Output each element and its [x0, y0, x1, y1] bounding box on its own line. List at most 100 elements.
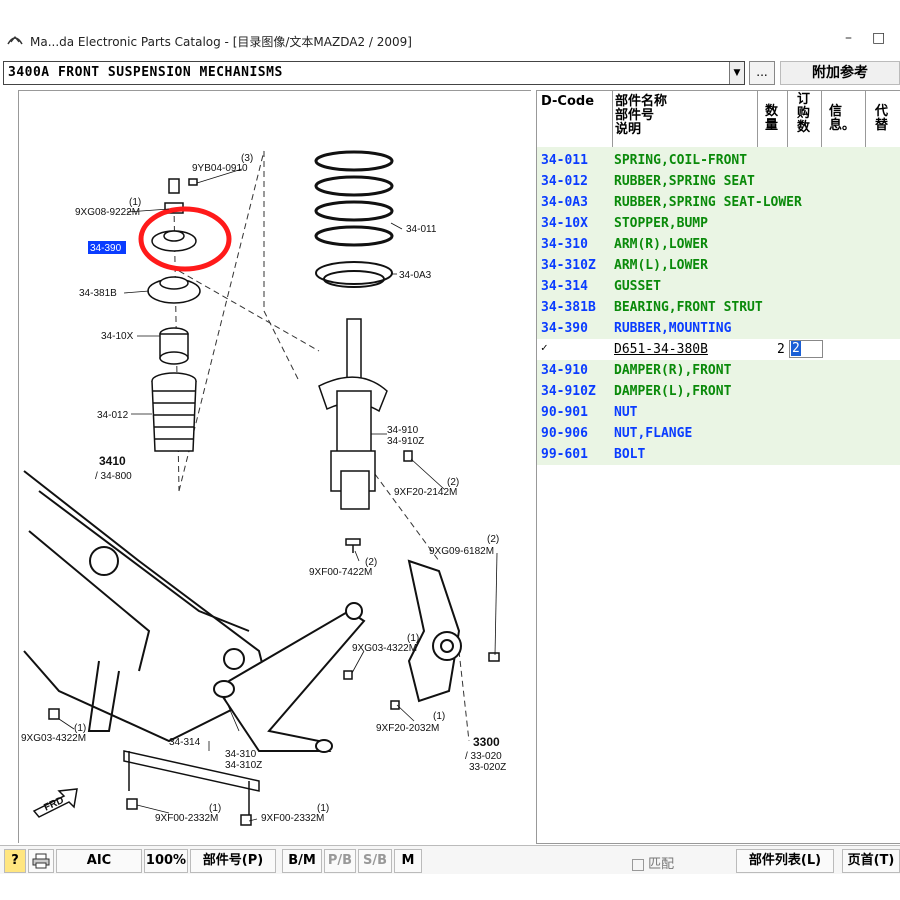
- label-9xg03-4322m-2[interactable]: 9XG03-4322M: [21, 733, 86, 744]
- table-row[interactable]: 34-310Z ARM(L),LOWER: [537, 255, 900, 276]
- row-code: 34-310: [541, 237, 588, 252]
- header-order-label: 订购数: [797, 92, 811, 135]
- label-34-012[interactable]: 34-012: [97, 410, 129, 421]
- label-34-0a3[interactable]: 34-0A3: [399, 270, 432, 281]
- row-name: RUBBER,MOUNTING: [614, 321, 732, 336]
- sb-button[interactable]: S/B: [358, 849, 392, 873]
- group-select[interactable]: 3400A FRONT SUSPENSION MECHANISMS ▼: [3, 61, 745, 85]
- table-row[interactable]: 34-381B BEARING,FRONT STRUT: [537, 297, 900, 318]
- header-dcode[interactable]: D-Code: [537, 91, 613, 147]
- match-label: 匹配: [648, 857, 675, 872]
- label-9xg03-4322m[interactable]: 9XG03-4322M: [352, 643, 417, 654]
- header-order[interactable]: 订购数: [787, 91, 822, 147]
- label-9xf20-2142m[interactable]: 9XF20-2142M: [394, 487, 457, 498]
- aic-button[interactable]: AIC: [56, 849, 142, 873]
- label-3300[interactable]: 3300: [473, 735, 500, 749]
- bm-button[interactable]: B/M: [282, 849, 322, 873]
- row-code: 34-910: [541, 363, 588, 378]
- label-34-310[interactable]: 34-310: [225, 749, 257, 760]
- header-partno-label: 部件号: [615, 108, 655, 123]
- row-code: 34-314: [541, 279, 588, 294]
- row-name: DAMPER(R),FRONT: [614, 363, 732, 378]
- zoom-button[interactable]: 100%: [144, 849, 188, 873]
- label-9xg09-6182m[interactable]: 9XG09-6182M: [429, 546, 494, 557]
- additional-reference-button[interactable]: 附加参考: [780, 61, 900, 85]
- label-9xf20-2032m[interactable]: 9XF20-2032M: [376, 723, 439, 734]
- header-substitute-label: 代替: [875, 104, 889, 133]
- header-qty-label: 数量: [765, 104, 779, 133]
- header-info[interactable]: 信息。: [821, 91, 866, 147]
- row-name: BEARING,FRONT STRUT: [614, 300, 763, 315]
- part-number-row[interactable]: ✓ D651-34-380B 2 2: [537, 339, 900, 360]
- label-34-910[interactable]: 34-910: [387, 425, 419, 436]
- part-list-button[interactable]: 部件列表(L): [736, 849, 834, 873]
- page-top-button[interactable]: 页首(T): [842, 849, 900, 873]
- part-number[interactable]: D651-34-380B: [614, 342, 708, 357]
- label-9yb04-0910[interactable]: 9YB04-0910: [192, 163, 248, 174]
- group-select-value: 3400A FRONT SUSPENSION MECHANISMS: [8, 65, 283, 80]
- header-qty[interactable]: 数量: [757, 91, 788, 147]
- label-9xf00-7422m[interactable]: 9XF00-7422M: [309, 567, 372, 578]
- label-9xf00-2332m-2-qty: (1): [317, 803, 329, 814]
- row-code: 34-310Z: [541, 258, 596, 273]
- label-9xg08-9222m[interactable]: 9XG08-9222M: [75, 207, 140, 218]
- label-9xf00-2332m-2[interactable]: 9XF00-2332M: [261, 813, 324, 824]
- match-checkbox[interactable]: 匹配: [632, 853, 674, 872]
- label-9xg08-qty: (1): [129, 197, 141, 208]
- header-dcode-label: D-Code: [541, 94, 595, 109]
- row-name: DAMPER(L),FRONT: [614, 384, 732, 399]
- label-33-020[interactable]: / 33-020: [465, 751, 502, 762]
- label-34-390[interactable]: 34-390: [90, 243, 122, 254]
- row-name: SPRING,COIL-FRONT: [614, 153, 748, 168]
- label-34-381b[interactable]: 34-381B: [79, 288, 117, 299]
- label-3410[interactable]: 3410: [99, 454, 126, 468]
- pb-button[interactable]: P/B: [324, 849, 356, 873]
- label-9xf00-2332m-qty: (1): [209, 803, 221, 814]
- row-code: 34-0A3: [541, 195, 588, 210]
- row-name: RUBBER,SPRING SEAT: [614, 174, 755, 189]
- title-bar: Ma...da Electronic Parts Catalog - [目录图像…: [0, 26, 900, 54]
- restore-button[interactable]: □: [872, 30, 886, 46]
- label-34-800[interactable]: / 34-800: [95, 471, 132, 482]
- label-9xg03-4322m-qty: (1): [407, 633, 419, 644]
- label-34-011[interactable]: 34-011: [406, 224, 437, 235]
- match-checkbox-box[interactable]: [632, 858, 644, 871]
- header-substitute[interactable]: 代替: [865, 91, 900, 147]
- label-34-910z[interactable]: 34-910Z: [387, 436, 424, 447]
- order-qty-input[interactable]: 2: [789, 340, 823, 358]
- label-9xf00-2332m[interactable]: 9XF00-2332M: [155, 813, 218, 824]
- part-number-button[interactable]: 部件号(P): [190, 849, 276, 873]
- print-button[interactable]: [28, 849, 54, 873]
- part-select-checkbox[interactable]: ✓: [541, 341, 548, 354]
- label-34-390-highlight: [88, 241, 126, 254]
- help-button[interactable]: ?: [4, 849, 26, 873]
- m-button[interactable]: M: [394, 849, 422, 873]
- browse-button[interactable]: ...: [749, 61, 775, 85]
- label-33-020z[interactable]: 33-020Z: [469, 762, 506, 773]
- row-code: 99-601: [541, 447, 588, 462]
- label-34-314[interactable]: 34-314: [169, 737, 201, 748]
- chevron-down-icon[interactable]: ▼: [729, 62, 744, 84]
- row-name: NUT,FLANGE: [614, 426, 693, 441]
- row-code: 34-381B: [541, 300, 596, 315]
- label-34-310z[interactable]: 34-310Z: [225, 760, 262, 771]
- row-name: ARM(L),LOWER: [614, 258, 708, 273]
- table-row[interactable]: 34-910 DAMPER(R),FRONT: [537, 360, 900, 381]
- label-9xf00-7422m-qty: (2): [365, 557, 377, 568]
- minimize-button[interactable]: –: [845, 30, 852, 46]
- header-part-name[interactable]: 部件名称 部件号 说明: [612, 91, 758, 147]
- label-34-10x[interactable]: 34-10X: [101, 331, 134, 342]
- app-logo-icon: [7, 36, 23, 45]
